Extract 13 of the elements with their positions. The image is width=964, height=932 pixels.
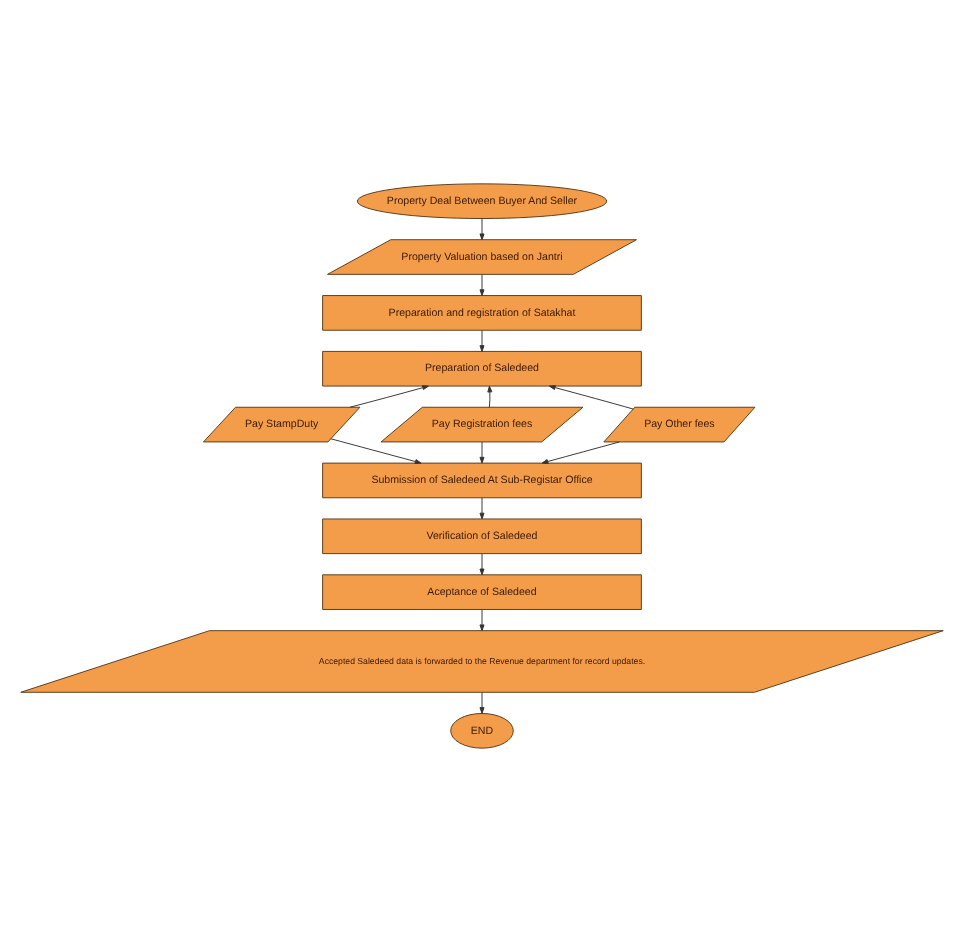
arrow [541, 441, 620, 464]
arrow [330, 438, 422, 464]
arrow [479, 218, 485, 241]
arrow [479, 329, 485, 352]
arrow [487, 385, 493, 408]
arrow [479, 553, 485, 576]
arrow [479, 441, 485, 464]
arrow [349, 385, 429, 408]
arrow [479, 497, 485, 520]
arrow [479, 692, 485, 714]
arrow [548, 385, 634, 410]
arrow [479, 274, 485, 297]
arrow [479, 609, 485, 632]
